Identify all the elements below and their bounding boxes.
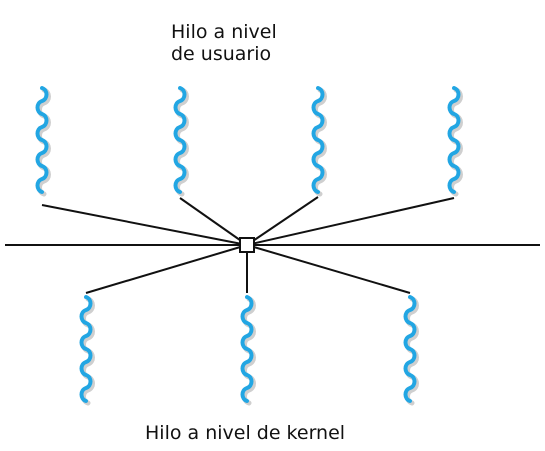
user-thread-2-wave — [173, 86, 187, 194]
user-thread-4-wave — [447, 86, 461, 194]
kernel-thread-2-wave — [240, 295, 254, 403]
kernel-thread-title: Hilo a nivel de kernel — [145, 422, 346, 444]
user-thread-title: Hilo a nivel de usuario — [171, 21, 277, 65]
kernel-thread-1-wave — [79, 295, 93, 403]
user-thread-2 — [173, 86, 189, 197]
kernel-thread-3 — [403, 295, 419, 406]
kernel-thread-3-wave — [403, 295, 417, 403]
connection-user-thread-4 — [246, 197, 455, 246]
user-thread-title-line-2: de usuario — [171, 43, 272, 65]
thread-mapping-node — [239, 237, 255, 253]
connection-user-thread-3 — [246, 196, 319, 246]
user-thread-1-wave — [35, 86, 49, 194]
connection-user-thread-1 — [41, 204, 248, 246]
connection-user-thread-2 — [179, 197, 248, 246]
kernel-thread-2 — [240, 295, 256, 406]
user-thread-connections — [41, 196, 455, 246]
connection-kernel-thread-3 — [246, 244, 411, 294]
user-thread-3 — [311, 86, 327, 197]
connection-kernel-thread-1 — [85, 244, 248, 294]
user-thread-4 — [447, 86, 463, 197]
kernel-thread-1 — [79, 295, 95, 406]
user-thread-title-line-1: Hilo a nivel — [171, 21, 277, 43]
user-thread-1 — [35, 86, 51, 197]
user-level-threads — [35, 86, 463, 197]
kernel-level-threads — [79, 295, 419, 406]
user-thread-3-wave — [311, 86, 325, 194]
